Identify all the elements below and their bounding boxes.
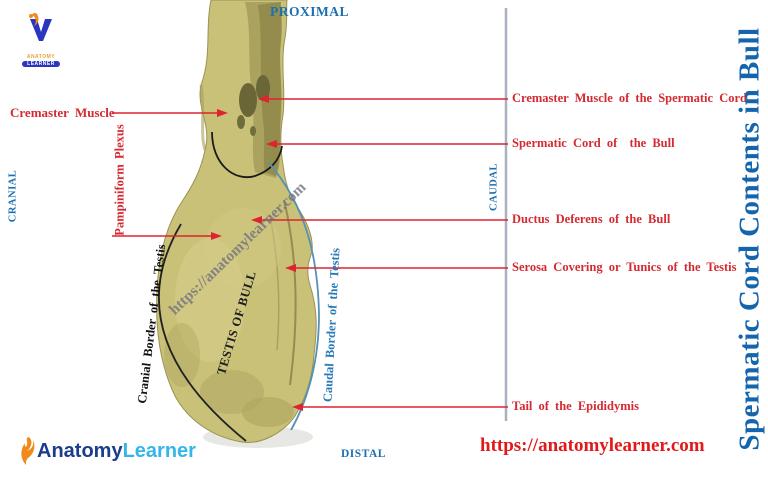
- brand-flame-icon: [21, 437, 35, 465]
- tail-of-epididymis-region: [242, 397, 294, 427]
- label-serosa-covering-or-tunics: Serosa Covering or Tunics of the Testis: [512, 260, 737, 274]
- arrowhead-left-icon: [251, 216, 262, 224]
- testis-crease: [269, 214, 280, 351]
- testis-highlight: [175, 238, 245, 362]
- arrowhead-left-icon: [258, 95, 269, 103]
- label-spermatic-cord-of-the-bull: Spermatic Cord of the Bull: [512, 136, 675, 150]
- orientation-distal: DISTAL: [341, 448, 386, 460]
- caudal-border-arc: [268, 162, 320, 431]
- spermatic-cord-arc: [211, 131, 283, 179]
- cord-edge-shading: [199, 84, 207, 151]
- arrowhead-left-icon: [292, 403, 303, 411]
- brand-word-anatomy: Anatomy: [37, 439, 123, 462]
- label-cremaster-muscle: Cremaster Muscle: [10, 105, 115, 120]
- epididymis-crease: [283, 199, 297, 386]
- brand-word-learner: Learner: [122, 439, 196, 462]
- arrowhead-left-icon: [266, 140, 277, 148]
- arrowhead-right-icon: [217, 109, 228, 117]
- orientation-cranial: CRANIAL: [7, 169, 19, 223]
- arrowhead-left-icon: [285, 264, 296, 272]
- cord-spot: [239, 83, 257, 117]
- logo-top-word2: LEARNER: [22, 61, 60, 67]
- arrowheads: [211, 95, 303, 411]
- label-tail-of-the-epididymis: Tail of the Epididymis: [512, 399, 639, 413]
- leader-lines: [112, 98, 508, 408]
- logo-top-word1: ANATOMY: [26, 54, 56, 60]
- arrowhead-right-icon: [211, 232, 222, 240]
- orientation-caudal: CAUDAL: [488, 163, 500, 211]
- logo-top-left: ANATOMY LEARNER: [22, 12, 60, 67]
- label-cremaster-muscle-of-spermatic-cord: Cremaster Muscle of the Spermatic Cord: [512, 91, 747, 105]
- testis-mottling: [164, 323, 200, 387]
- label-ductus-deferens-of-the-bull: Ductus Deferens of the Bull: [512, 212, 671, 226]
- label-pampiniform-plexus: Pampiniform Plexus: [112, 124, 127, 236]
- page-title: Spermatic Cord Contents in Bull: [733, 27, 766, 451]
- cord-spot: [256, 75, 270, 101]
- cranial-border-arc: [158, 223, 247, 442]
- orientation-proximal: PROXIMAL: [270, 4, 349, 19]
- site-url-link: https://anatomylearner.com: [480, 435, 705, 456]
- cord-spot: [250, 126, 256, 136]
- cord-spot: [237, 115, 245, 129]
- anatomylearner-emblem-icon: [29, 12, 52, 41]
- testis-highlight: [205, 208, 281, 288]
